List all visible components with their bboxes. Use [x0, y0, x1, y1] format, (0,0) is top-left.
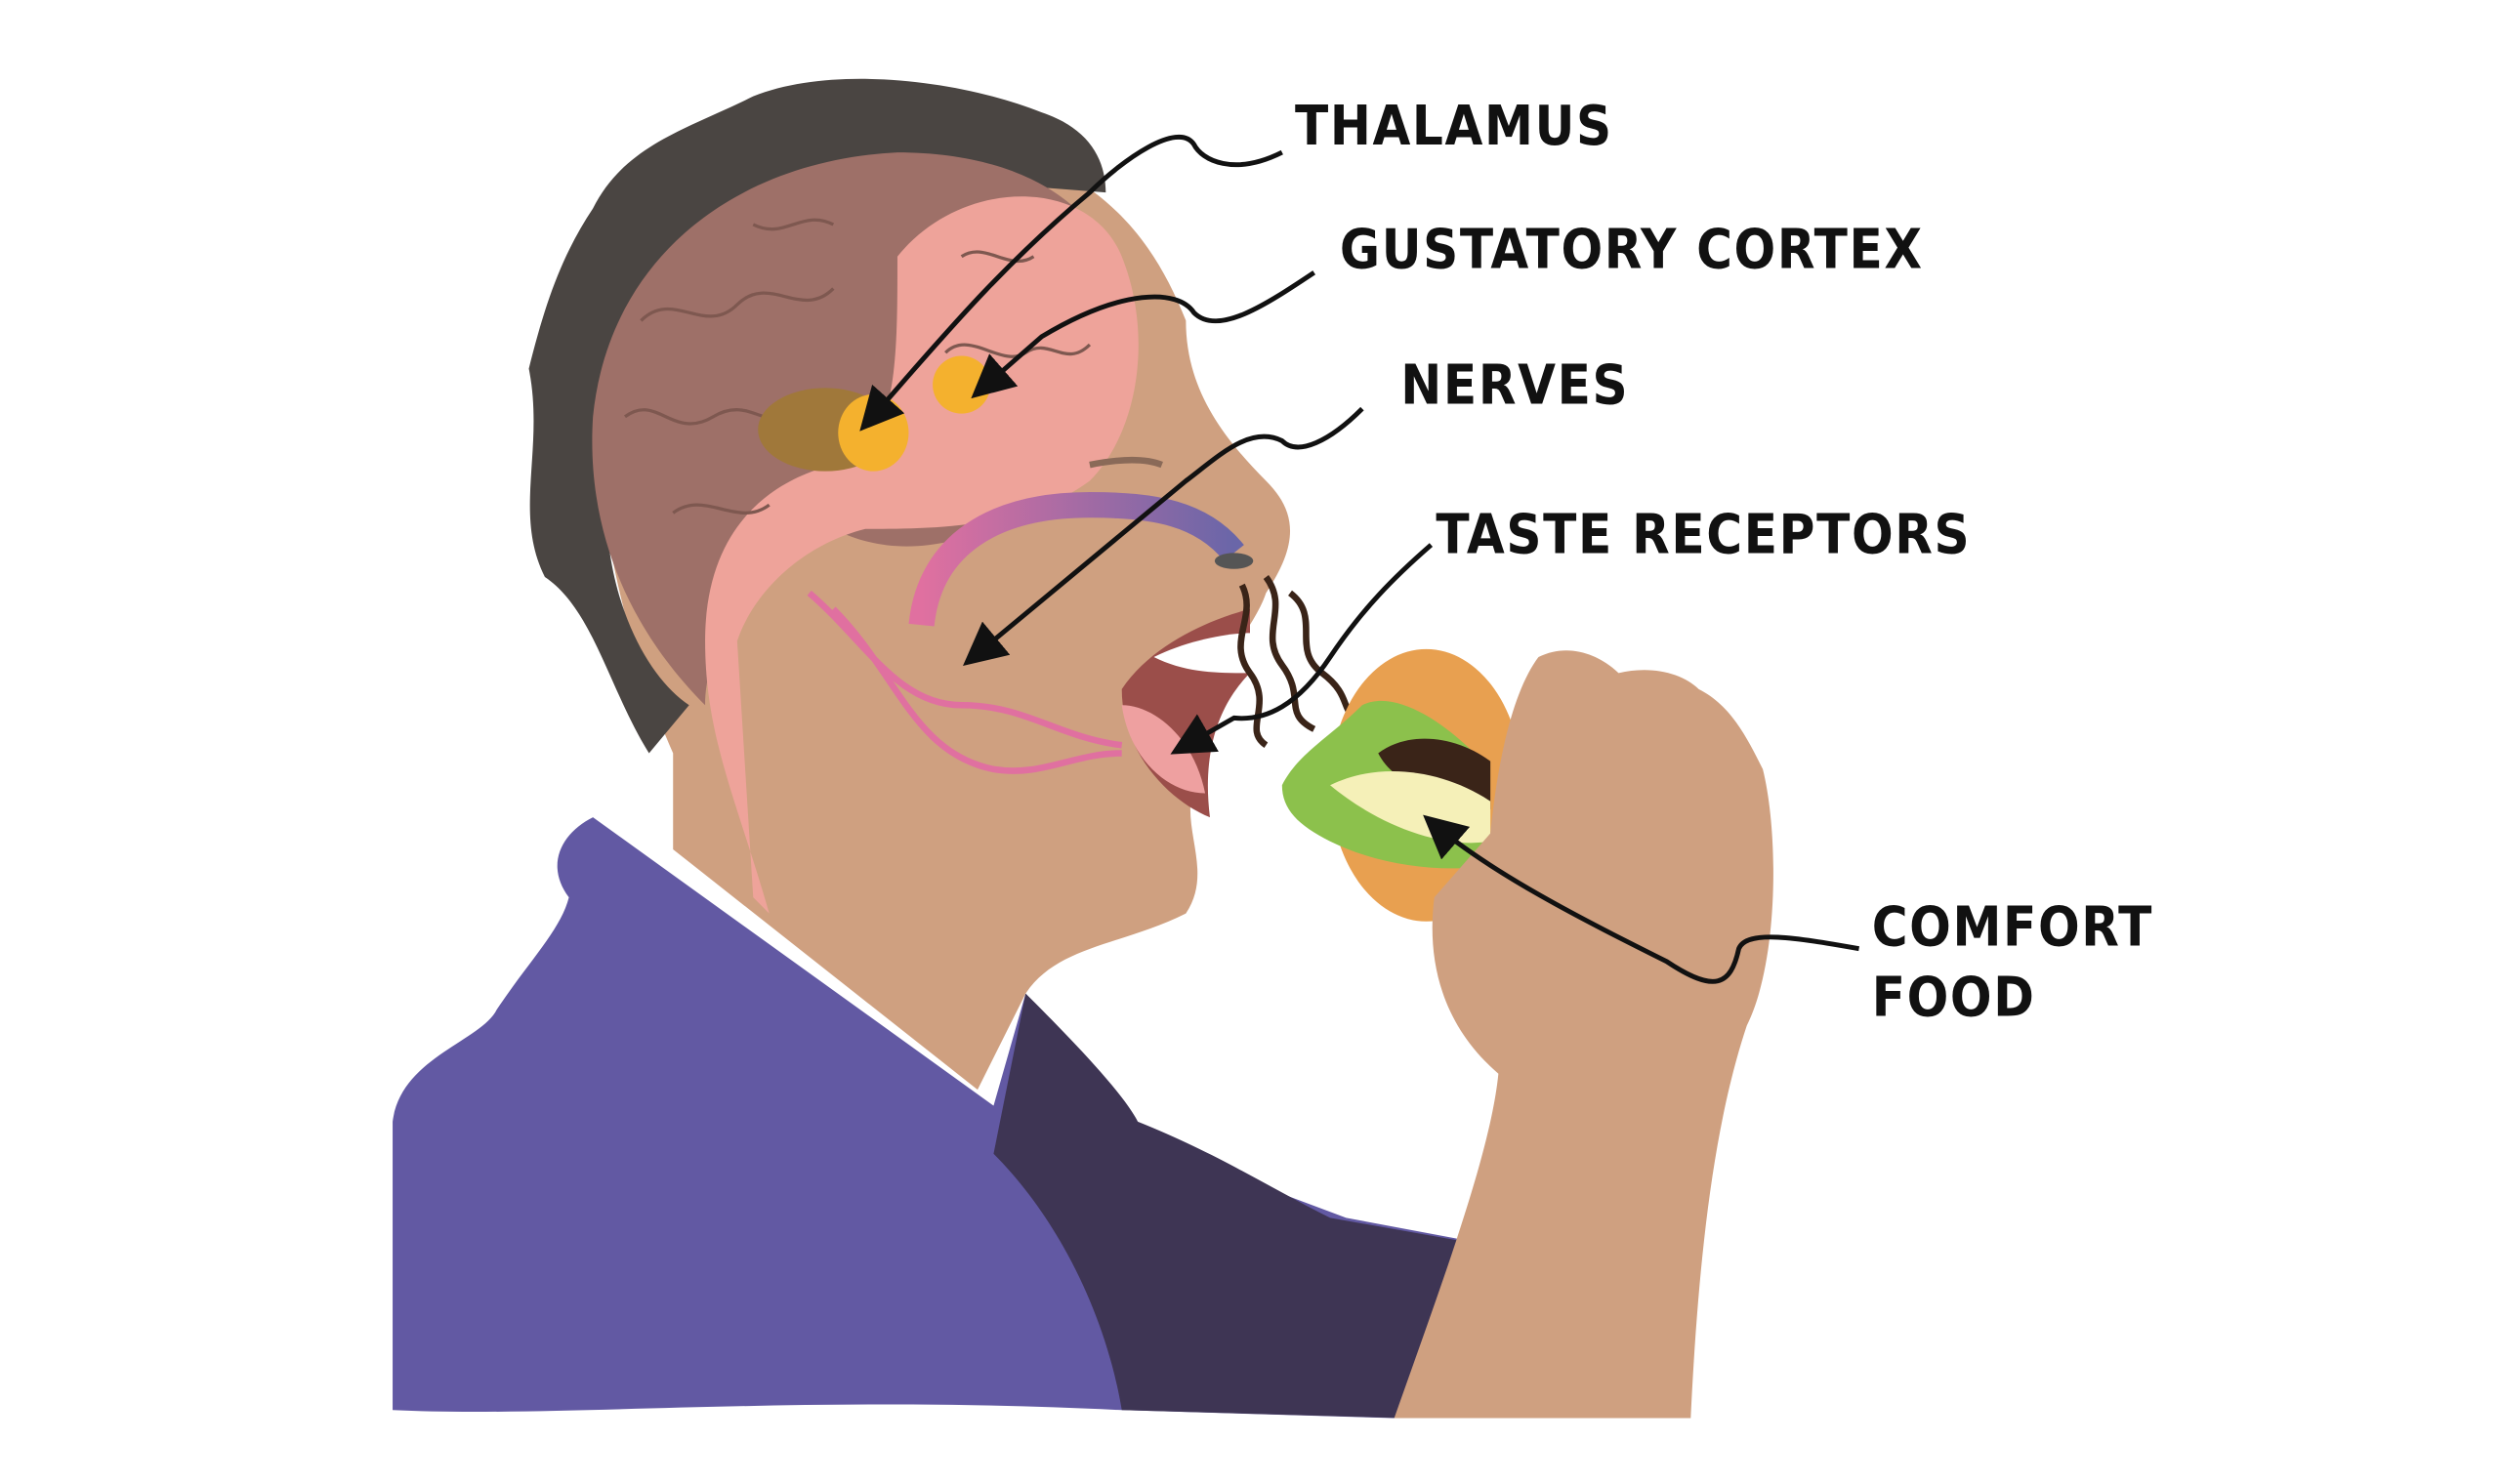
label-nerves: NERVES [1400, 354, 1629, 418]
label-comfort-food-line1: COMFORT [1872, 895, 2153, 959]
tongue [1121, 705, 1206, 794]
teeth [1153, 633, 1250, 674]
label-comfort-food-line2: FOOD [1872, 967, 2036, 1030]
label-gustatory-cortex: GUSTATORY CORTEX [1340, 218, 1924, 281]
comfort-food-arrow [1423, 814, 1860, 984]
hand [1394, 650, 1773, 1419]
shirt-shadow [993, 993, 1467, 1419]
nerve-lines [807, 590, 1123, 774]
thalamus-arrow [859, 134, 1283, 432]
brain-folds [624, 218, 1092, 515]
thalamus-highlight [838, 393, 909, 472]
label-thalamus: THALAMUS [1295, 95, 1613, 158]
brain-front [705, 196, 1139, 914]
label-taste-receptors: TASTE RECEPTORS [1436, 503, 1971, 566]
nerves-arrow [963, 406, 1364, 666]
taste-receptors-arrow [1170, 543, 1434, 755]
gustatory-cortex-region [933, 355, 991, 414]
gustatory-cortex-arrow [971, 270, 1316, 399]
nerve-arc [908, 491, 1244, 627]
nostril [1214, 553, 1254, 569]
eye [1089, 456, 1163, 469]
